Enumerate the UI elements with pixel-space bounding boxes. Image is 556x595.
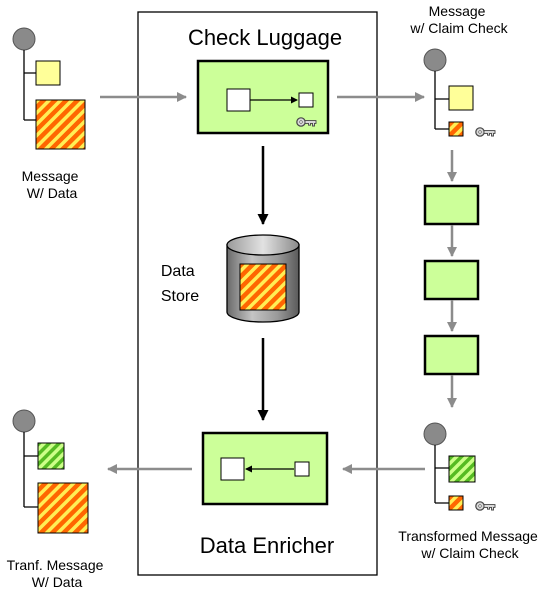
message-root-circle: [12, 409, 36, 433]
transformed-header: [37, 442, 65, 470]
message-body-data: [37, 482, 89, 534]
enricher-input-square: [294, 461, 310, 477]
message-with-data: [12, 27, 86, 150]
transformed-header: [448, 455, 476, 483]
data-enricher-filter: [201, 431, 329, 506]
message-root-circle: [12, 27, 36, 51]
transform-filter-2: [423, 259, 480, 301]
key-icon: [475, 127, 496, 137]
transformed-message-with-data: [12, 409, 89, 534]
label-message-claim-check: Message w/ Claim Check: [409, 3, 508, 36]
message-body-data: [35, 99, 86, 150]
check-luggage-filter: [196, 59, 330, 135]
enricher-output-square: [220, 457, 245, 481]
message-with-claim-check: [423, 48, 496, 137]
check-luggage-title: Check Luggage: [188, 25, 342, 50]
filter-input-square: [226, 88, 251, 112]
transformed-message-claim-check: [423, 422, 496, 511]
filter-output-square: [298, 92, 314, 108]
message-header: [448, 85, 474, 111]
claim-check-token: [448, 495, 464, 511]
message-header: [35, 60, 61, 86]
label-message-with-data: Message W/ Data: [22, 168, 83, 201]
message-root-circle: [423, 422, 447, 446]
data-enricher-title: Data Enricher: [200, 533, 335, 558]
stored-data-block: [239, 263, 287, 311]
claim-check-token: [448, 121, 464, 137]
label-transformed-with-data: Tranf. Message W/ Data: [7, 557, 108, 590]
transform-filter-1: [423, 184, 480, 226]
data-store-cylinder: [226, 234, 300, 323]
label-transformed-claim-check: Transformed Message w/ Claim Check: [398, 528, 541, 561]
key-icon: [475, 501, 496, 511]
message-root-circle: [423, 48, 447, 72]
transform-filter-3: [423, 334, 480, 376]
label-data-store: Data Store: [161, 263, 199, 305]
